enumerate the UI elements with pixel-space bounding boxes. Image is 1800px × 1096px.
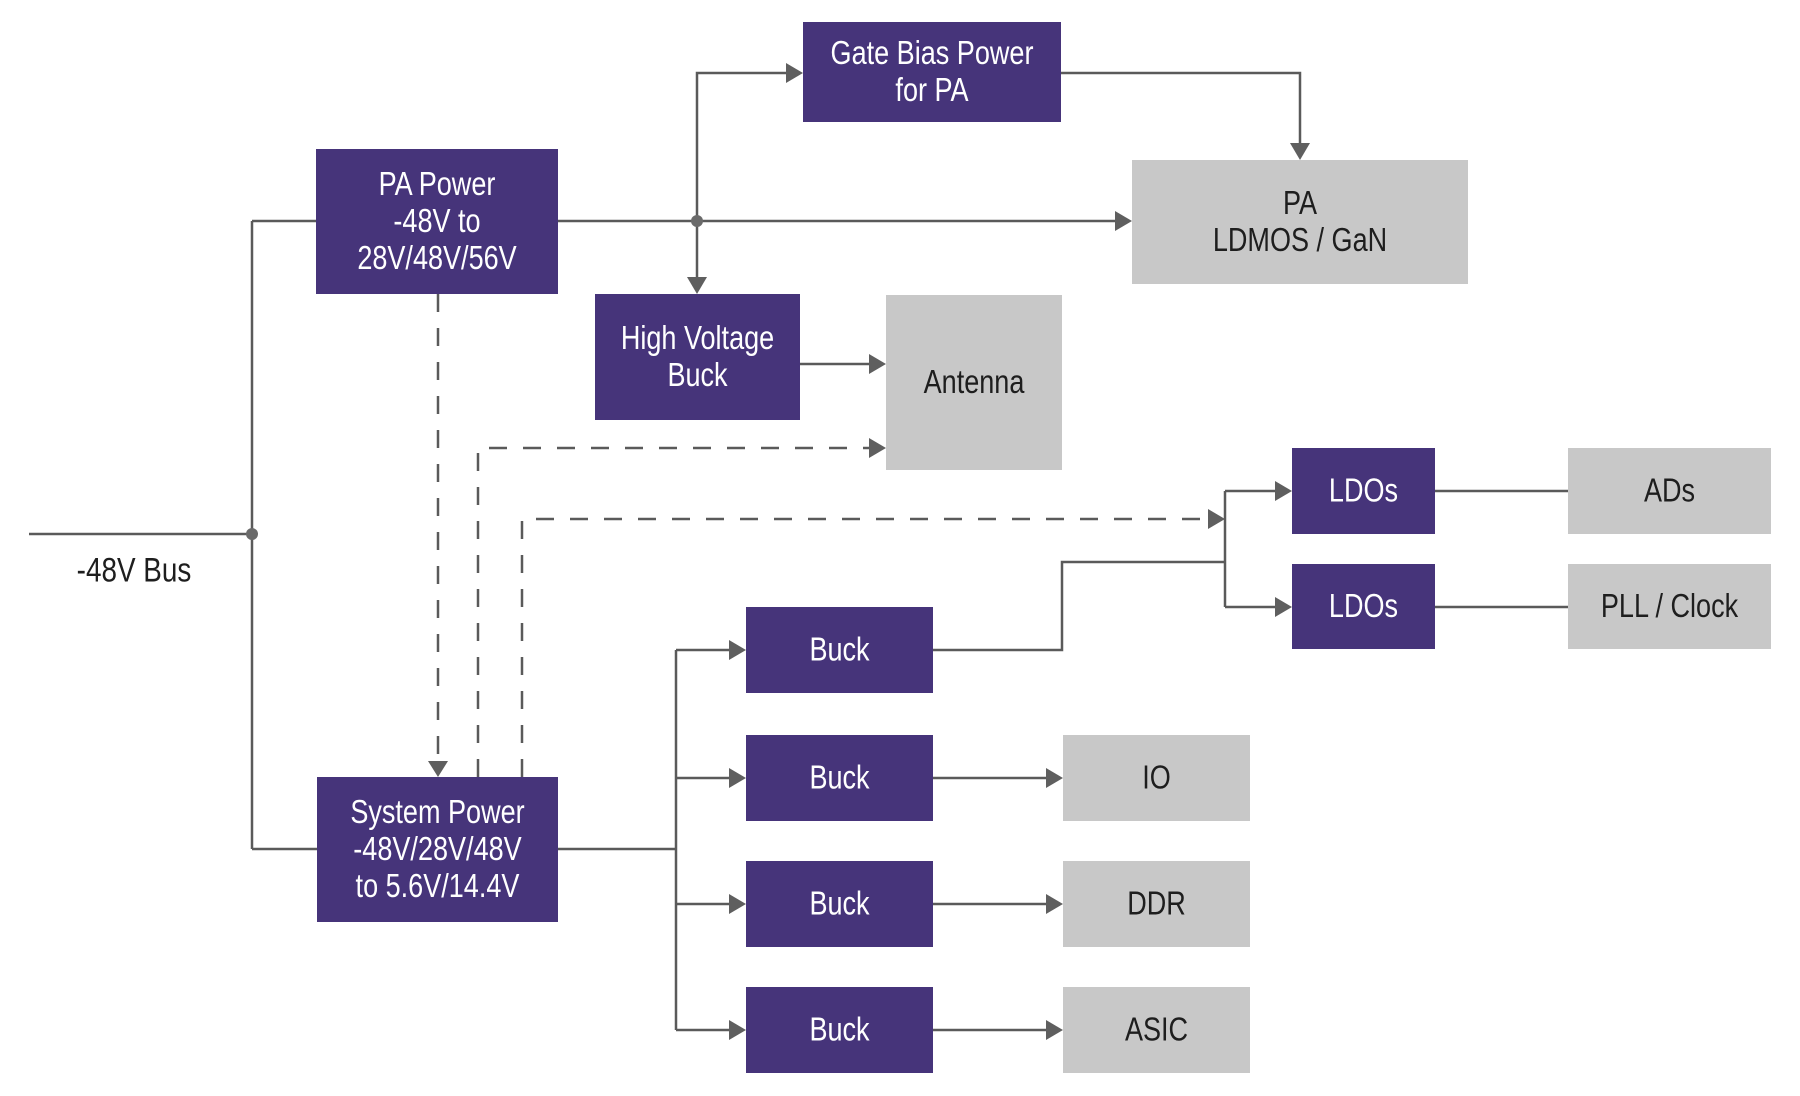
block-label-line: High Voltage [621, 320, 774, 356]
arrow-to-hv-buck [687, 277, 707, 294]
pa-power-to-gate-bias-wire [695, 71, 786, 221]
arrow-to-ldo-2 [1275, 597, 1292, 617]
block-label-line: Buck [809, 886, 870, 922]
arrow-to-gate-bias [786, 63, 803, 83]
block-label-line: LDOs [1329, 473, 1398, 509]
arrow-to-system-power [428, 761, 448, 777]
buck-1-block[interactable]: Buck [746, 607, 933, 693]
arrow-to-ddr [1046, 894, 1063, 914]
antenna-block[interactable]: Antenna [886, 295, 1062, 470]
ldo-2-block[interactable]: LDOs [1292, 564, 1435, 649]
block-background [803, 22, 1061, 122]
block-label-line: -48V to [393, 203, 480, 239]
block-label-line: Antenna [924, 364, 1025, 400]
block-background [886, 295, 1062, 470]
block-background [595, 294, 800, 420]
arrow-to-io [1046, 768, 1063, 788]
arrow-to-pa-left [1115, 211, 1132, 231]
block-label-line: LDOs [1329, 588, 1398, 624]
block-label-line: Buck [809, 632, 870, 668]
dashed-wires [436, 294, 1209, 777]
block-label-line: Buck [667, 357, 728, 393]
arrow-to-antenna-dashed [869, 438, 886, 458]
block-label-line: IO [1142, 760, 1171, 796]
buck-3-block[interactable]: Buck [746, 861, 933, 947]
block-label-line: System Power [350, 794, 524, 830]
arrow-to-buck-1 [729, 640, 746, 660]
block-label-line: 28V/48V/56V [357, 240, 516, 276]
block-label-line: to 5.6V/14.4V [356, 868, 520, 904]
arrow-to-buck-3 [729, 894, 746, 914]
block-background [1063, 735, 1250, 821]
arrow-to-antenna-solid [869, 354, 886, 374]
block-label-line: PLL / Clock [1601, 588, 1739, 624]
arrowheads [428, 63, 1310, 1040]
asic-block[interactable]: ASIC [1063, 987, 1250, 1073]
gate-bias-to-pa-wire [1061, 71, 1302, 144]
pa-power-junction-dot [691, 215, 703, 227]
buck-1-to-ldo-wire [933, 560, 1225, 652]
block-background [746, 735, 933, 821]
block-background [746, 987, 933, 1073]
buck-4-block[interactable]: Buck [746, 987, 933, 1073]
buck-2-block[interactable]: Buck [746, 735, 933, 821]
block-label-line: ADs [1644, 473, 1695, 509]
block-background [1292, 564, 1435, 649]
arrow-to-buck-4 [729, 1020, 746, 1040]
bus-junction-dot [246, 528, 258, 540]
ads-block[interactable]: ADs [1568, 448, 1771, 534]
block-label-line: Gate Bias Power [831, 35, 1034, 71]
block-label-line: for PA [895, 72, 969, 108]
block-label-line: DDR [1127, 886, 1186, 922]
bus-label: -48V Bus [77, 551, 192, 589]
block-label-line: Buck [809, 760, 870, 796]
arrow-to-pa-top [1290, 143, 1310, 160]
system-power-to-antenna-dashed [476, 446, 870, 777]
block-background [1568, 448, 1771, 534]
block-label-line: ASIC [1125, 1012, 1188, 1048]
block-background [317, 777, 558, 922]
block-background [316, 149, 558, 294]
block-label-line: -48V/28V/48V [353, 831, 521, 867]
arrow-to-asic [1046, 1020, 1063, 1040]
ddr-block[interactable]: DDR [1063, 861, 1250, 947]
block-background [1292, 448, 1435, 534]
arrow-to-ldo-1 [1275, 481, 1292, 501]
arrow-to-buck-2 [729, 768, 746, 788]
block-label-line: LDMOS / GaN [1213, 222, 1387, 258]
block-background [746, 861, 933, 947]
pll-clock-block[interactable]: PLL / Clock [1568, 564, 1771, 649]
block-background [1132, 160, 1468, 284]
block-background [1063, 987, 1250, 1073]
wires [29, 71, 1568, 1032]
block-label-line: PA [1283, 185, 1318, 221]
block-label-line: Buck [809, 1012, 870, 1048]
arrow-to-ldo-branch [1208, 509, 1225, 529]
block-background [746, 607, 933, 693]
io-block[interactable]: IO [1063, 735, 1250, 821]
ldo-1-block[interactable]: LDOs [1292, 448, 1435, 534]
block-label-line: PA Power [379, 166, 496, 202]
block-background [1063, 861, 1250, 947]
system-power-to-ldo-dashed [520, 517, 1209, 777]
block-background [1568, 564, 1771, 649]
